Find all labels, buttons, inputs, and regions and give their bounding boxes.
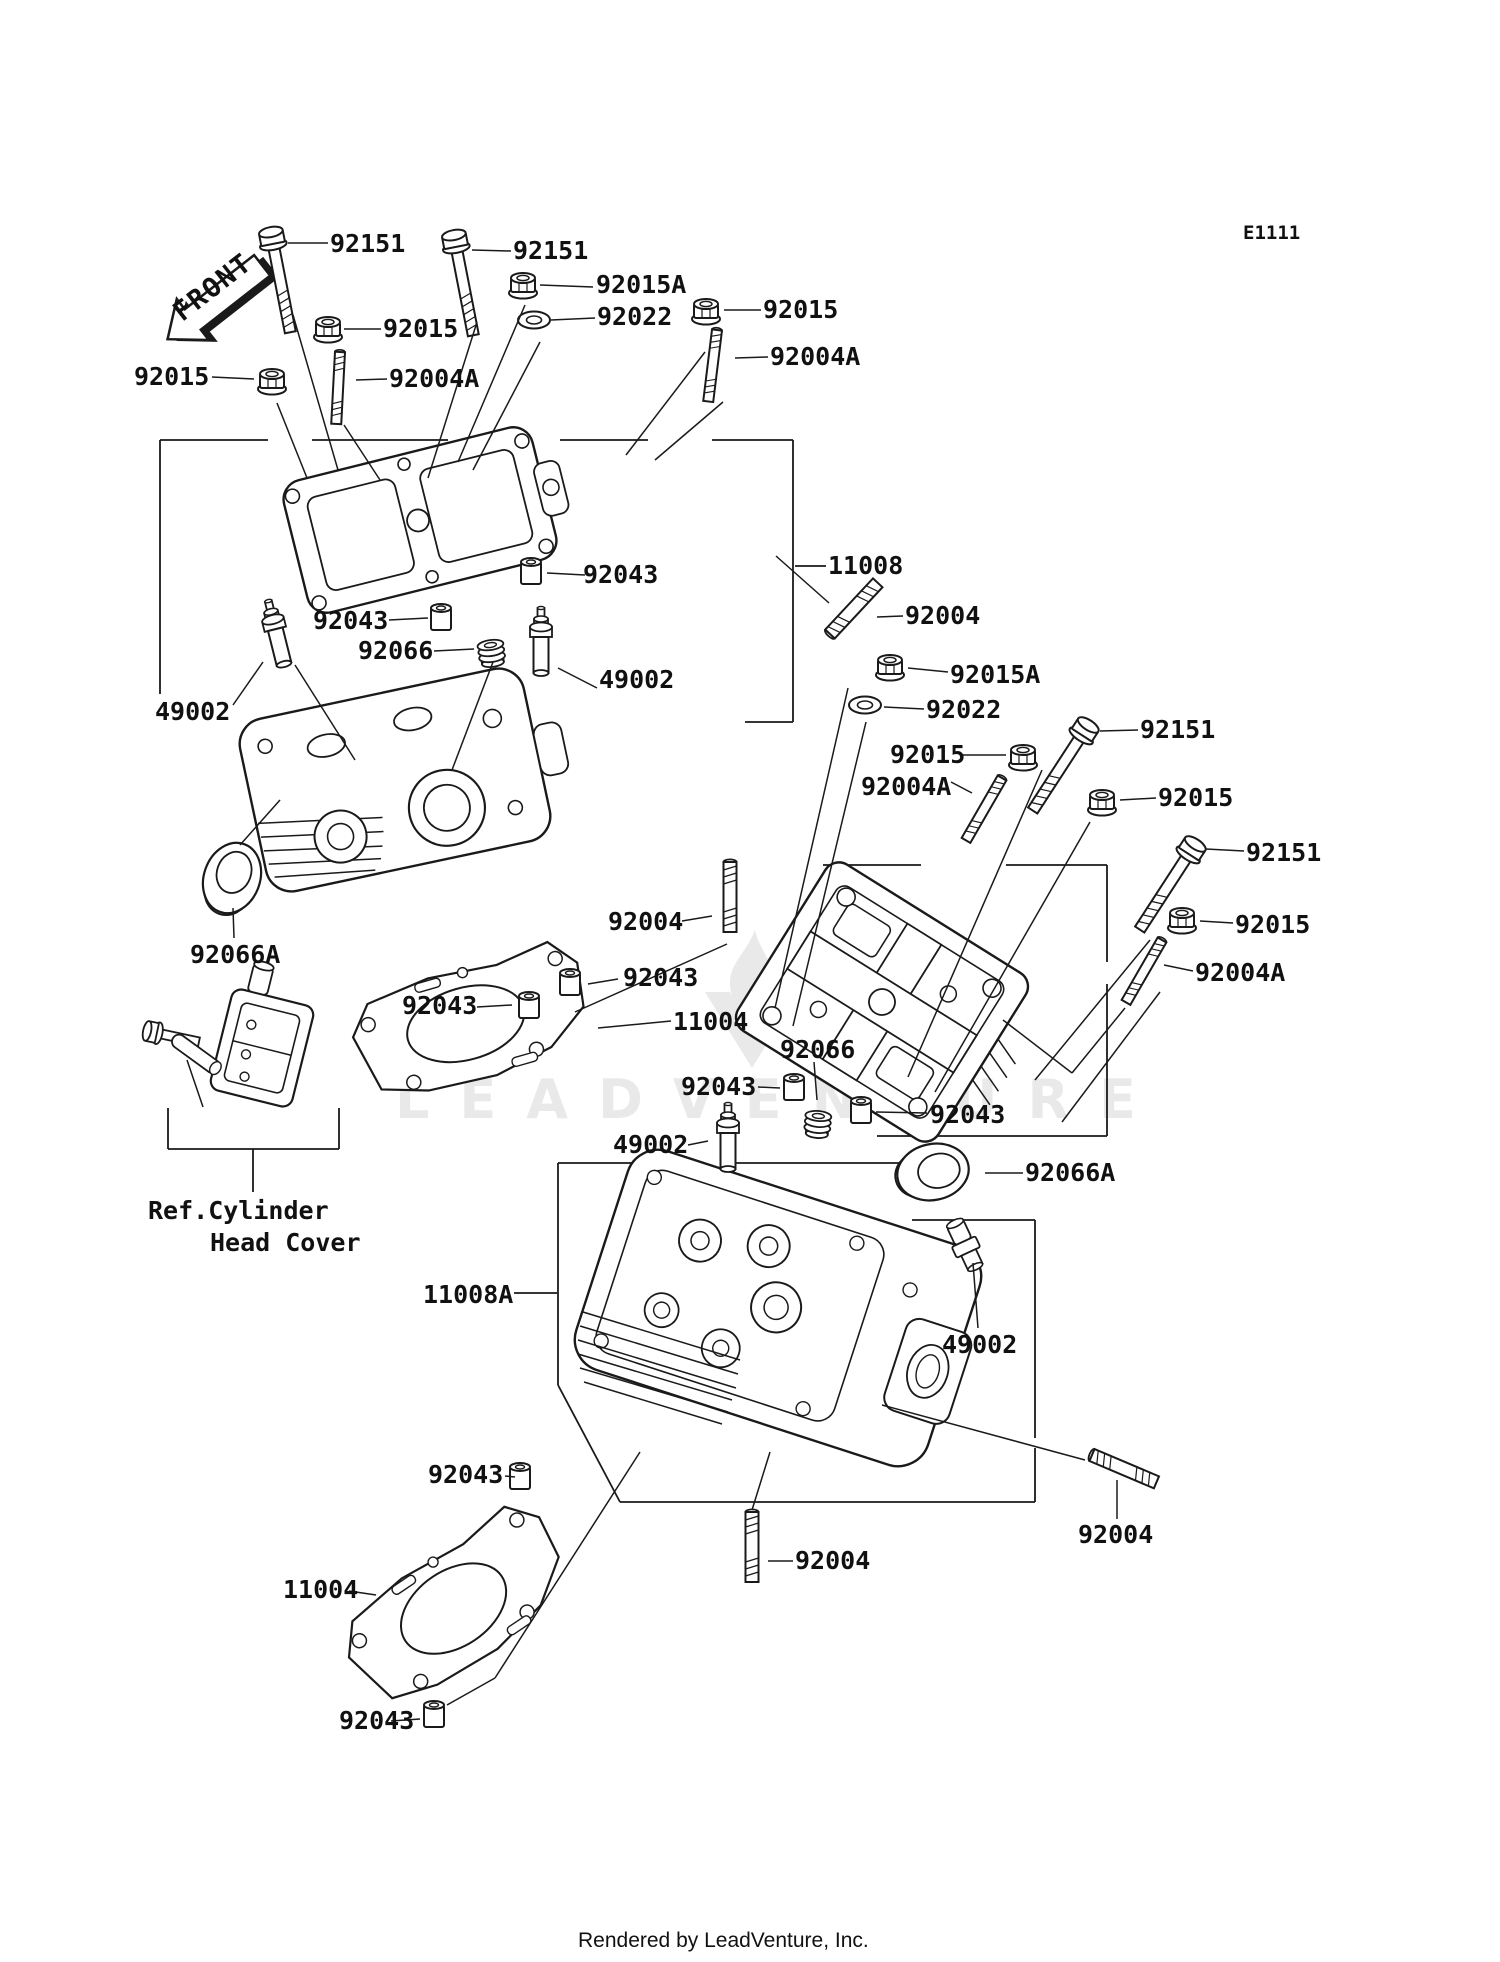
- callout-92004a-right-1: 92004A: [861, 772, 952, 801]
- ref-note-line1: Ref.Cylinder: [148, 1196, 329, 1225]
- callout-92151-top-2: 92151: [513, 236, 589, 265]
- front-cylinder-head-fins: [577, 1311, 741, 1425]
- rear-cylinder-head-drawing: [734, 861, 1030, 1143]
- callout-92043-cover-right: 92043: [583, 560, 659, 589]
- footer-credit: Rendered by LeadVenture, Inc.: [578, 1929, 869, 1952]
- callout-49002-bottom-right: 49002: [942, 1330, 1018, 1359]
- callout-92015-right-2: 92015: [1158, 783, 1234, 812]
- callout-92066a-right: 92066A: [1025, 1158, 1116, 1187]
- callout-92043-mid-low: 92043: [428, 1460, 504, 1489]
- front-arrow-label: FRONT: [167, 247, 259, 328]
- front-cylinder-head-11008a-drawing: [573, 1148, 983, 1468]
- callout-92004a-top-right: 92004A: [770, 342, 861, 371]
- callout-92043-center-right: 92043: [623, 963, 699, 992]
- callout-92015-top-left: 92015: [134, 362, 210, 391]
- callout-92151-right-2: 92151: [1246, 838, 1322, 867]
- front-arrow: [166, 253, 280, 342]
- callout-92004-right: 92004: [905, 601, 981, 630]
- callout-92043-bottom: 92043: [339, 1706, 415, 1735]
- callout-11008: 11008: [828, 551, 904, 580]
- callout-11008a: 11008A: [423, 1280, 514, 1309]
- callout-92151-top-1: 92151: [330, 229, 406, 258]
- callout-92015-right-3: 92015: [1235, 910, 1311, 939]
- fasteners: [191, 223, 1211, 1728]
- callout-92043-lower-right: 92043: [930, 1100, 1006, 1129]
- callout-92004-bottom-2: 92004: [1078, 1520, 1154, 1549]
- callout-92004a-top-left: 92004A: [389, 364, 480, 393]
- cylinder-head-cover-drawing: [282, 426, 570, 614]
- callout-92151-right-1: 92151: [1140, 715, 1216, 744]
- callout-92015a-top: 92015A: [596, 270, 687, 299]
- callout-92004-bottom-1: 92004: [795, 1546, 871, 1575]
- ref-note-line2: Head Cover: [210, 1228, 361, 1257]
- leader-lines: [186, 242, 1245, 1722]
- callout-92022-top: 92022: [597, 302, 673, 331]
- callout-92066-lower: 92066: [780, 1035, 856, 1064]
- callout-92015-top-right: 92015: [763, 295, 839, 324]
- air-valve-92037-drawing: [141, 960, 315, 1108]
- leadventure-watermark-text: LEADVENTURE: [395, 1068, 1166, 1131]
- callout-49002-cover-right: 49002: [599, 665, 675, 694]
- callout-92015-right-1: 92015: [890, 740, 966, 769]
- callout-11004-upper: 11004: [673, 1007, 749, 1036]
- callout-11004-lower: 11004: [283, 1575, 359, 1604]
- callout-92022-right: 92022: [926, 695, 1002, 724]
- callout-92004a-right-2: 92004A: [1195, 958, 1286, 987]
- callout-92066a-left: 92066A: [190, 940, 281, 969]
- callout-92015a-right: 92015A: [950, 660, 1041, 689]
- callout-49002-cover-left: 49002: [155, 697, 231, 726]
- head-gasket-lower-drawing: [347, 1505, 560, 1700]
- callout-92043-center-left: 92043: [402, 991, 478, 1020]
- callout-92043-lower-left: 92043: [681, 1072, 757, 1101]
- callout-92043-cover-left: 92043: [313, 606, 389, 635]
- callout-92004-center: 92004: [608, 907, 684, 936]
- bracket-lines: [159, 439, 1108, 1503]
- page-code: E1111: [1243, 222, 1301, 244]
- callout-92015-top-mid: 92015: [383, 314, 459, 343]
- callout-92066: 92066: [358, 636, 434, 665]
- front-cylinder-head-drawing: [238, 667, 570, 893]
- callout-49002-lower-left: 49002: [613, 1130, 689, 1159]
